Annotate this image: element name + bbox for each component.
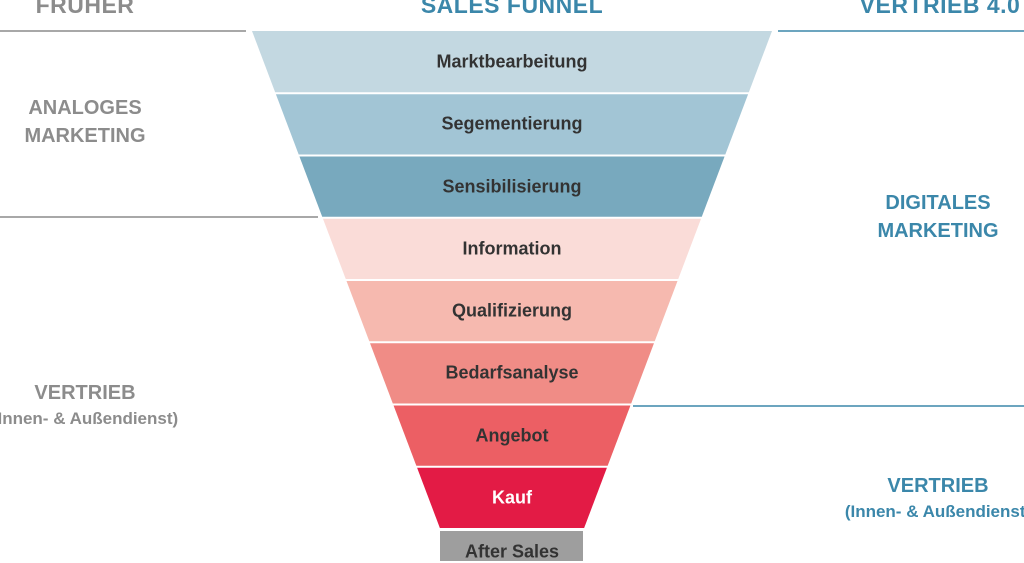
funnel-label-bedarfsanalyse: Bedarfsanalyse: [445, 362, 579, 383]
funnel-label-sensibilisierung: Sensibilisierung: [442, 176, 582, 197]
funnel-label-qualifizierung: Qualifizierung: [451, 300, 572, 321]
funnel-band-sensibilisierung: [299, 156, 725, 217]
header-sales-funnel: SALES FUNNEL: [420, 0, 604, 18]
label-vertrieb-left: VERTRIEB (Innen- & Außendienst): [0, 379, 178, 431]
funnel-band-after-sales: [440, 531, 583, 561]
funnel-label-segementierung: Segementierung: [441, 113, 583, 134]
funnel-band-information: [322, 218, 702, 279]
funnel-band-marktbearbeitung: [252, 31, 772, 93]
funnel-band-angebot: [393, 405, 631, 466]
header-frueher: FRÜHER: [35, 0, 135, 18]
funnel-label-information: Information: [462, 238, 562, 259]
label-analoges-marketing: ANALOGES MARKETING: [24, 94, 145, 150]
label-title: VERTRIEB: [34, 382, 136, 404]
funnel-label-angebot: Angebot: [475, 425, 549, 446]
funnel-band-kauf: [417, 467, 607, 528]
label-title: VERTRIEB: [887, 475, 989, 497]
label-line: DIGITALES: [885, 192, 991, 214]
funnel-band-qualifizierung: [346, 281, 678, 342]
funnel-label-kauf: Kauf: [492, 487, 532, 508]
label-subtitle: (Innen- & Außendienst): [844, 502, 1024, 521]
label-digitales-marketing: DIGITALES MARKETING: [877, 189, 998, 245]
funnel-label-marktbearbeitung: Marktbearbeitung: [436, 51, 588, 72]
label-line: MARKETING: [24, 125, 146, 147]
funnel-label-after-sales: After Sales: [464, 541, 560, 562]
header-vertrieb-4-0: VERTRIEB 4.0: [859, 0, 1021, 18]
funnel-band-bedarfsanalyse: [370, 343, 654, 404]
label-line: MARKETING: [877, 220, 999, 242]
label-line: ANALOGES: [28, 97, 142, 119]
funnel-band-segementierung: [275, 94, 749, 155]
label-subtitle: (Innen- & Außendienst): [0, 409, 179, 428]
label-vertrieb-right: VERTRIEB (Innen- & Außendienst): [845, 472, 1024, 524]
